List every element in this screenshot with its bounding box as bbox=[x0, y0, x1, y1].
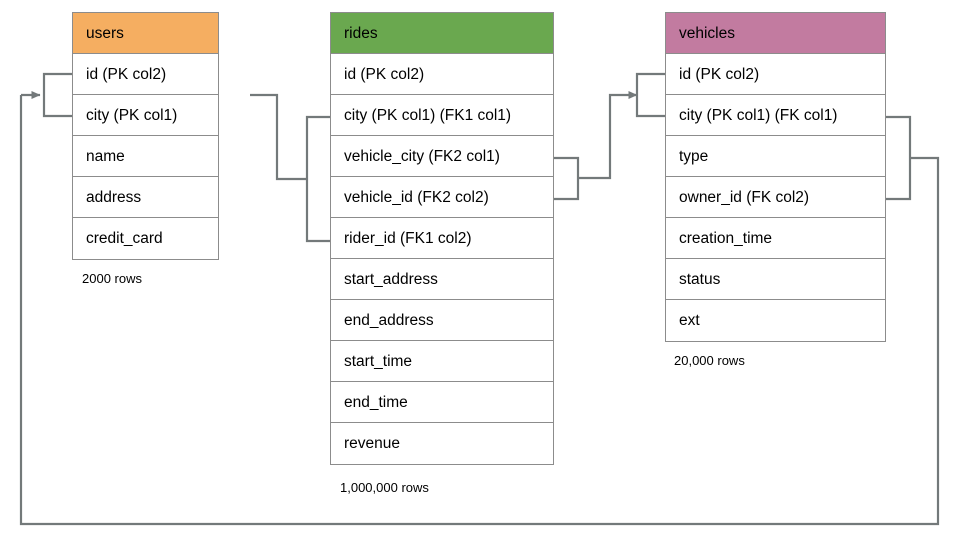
connector-users-left-bracket bbox=[42, 72, 72, 118]
table-users-header: users bbox=[73, 13, 218, 54]
table-vehicles-column-type[interactable]: type bbox=[666, 136, 885, 177]
connector-rides-fk1-to-users bbox=[250, 93, 307, 181]
table-rides-column-start-address[interactable]: start_address bbox=[331, 259, 553, 300]
table-vehicles-header: vehicles bbox=[666, 13, 885, 54]
table-rides-column-start-time[interactable]: start_time bbox=[331, 341, 553, 382]
table-rides[interactable]: rides id (PK col2) city (PK col1) (FK1 c… bbox=[330, 12, 554, 465]
table-vehicles-column-status[interactable]: status bbox=[666, 259, 885, 300]
table-vehicles-column-creation-time[interactable]: creation_time bbox=[666, 218, 885, 259]
table-rides-column-end-time[interactable]: end_time bbox=[331, 382, 553, 423]
table-users-column-address[interactable]: address bbox=[73, 177, 218, 218]
table-rides-header: rides bbox=[331, 13, 553, 54]
table-rides-column-end-address[interactable]: end_address bbox=[331, 300, 553, 341]
table-vehicles-column-city[interactable]: city (PK col1) (FK col1) bbox=[666, 95, 885, 136]
table-users-column-name[interactable]: name bbox=[73, 136, 218, 177]
table-vehicles[interactable]: vehicles id (PK col2) city (PK col1) (FK… bbox=[665, 12, 886, 342]
connector-vehicles-right-bracket bbox=[886, 115, 912, 201]
connector-rides-fk2-to-vehicles bbox=[578, 91, 638, 180]
table-vehicles-column-ext[interactable]: ext bbox=[666, 300, 885, 341]
table-rides-column-vehicle-city[interactable]: vehicle_city (FK2 col1) bbox=[331, 136, 553, 177]
connector-rides-fk2-bracket bbox=[554, 156, 580, 201]
table-rides-column-id[interactable]: id (PK col2) bbox=[331, 54, 553, 95]
table-users[interactable]: users id (PK col2) city (PK col1) name a… bbox=[72, 12, 219, 260]
table-rides-column-city[interactable]: city (PK col1) (FK1 col1) bbox=[331, 95, 553, 136]
connector-rides-fk1-bracket bbox=[305, 115, 330, 243]
table-vehicles-column-id[interactable]: id (PK col2) bbox=[666, 54, 885, 95]
table-rides-column-revenue[interactable]: revenue bbox=[331, 423, 553, 464]
table-rides-column-rider-id[interactable]: rider_id (FK1 col2) bbox=[331, 218, 553, 259]
table-users-column-id[interactable]: id (PK col2) bbox=[73, 54, 218, 95]
connector-vehicles-left-bracket bbox=[635, 72, 665, 118]
table-vehicles-row-count: 20,000 rows bbox=[674, 353, 745, 368]
table-rides-row-count: 1,000,000 rows bbox=[340, 480, 429, 495]
table-rides-column-vehicle-id[interactable]: vehicle_id (FK2 col2) bbox=[331, 177, 553, 218]
table-users-column-credit-card[interactable]: credit_card bbox=[73, 218, 218, 259]
table-vehicles-column-owner-id[interactable]: owner_id (FK col2) bbox=[666, 177, 885, 218]
table-users-column-city[interactable]: city (PK col1) bbox=[73, 95, 218, 136]
table-users-row-count: 2000 rows bbox=[82, 271, 142, 286]
